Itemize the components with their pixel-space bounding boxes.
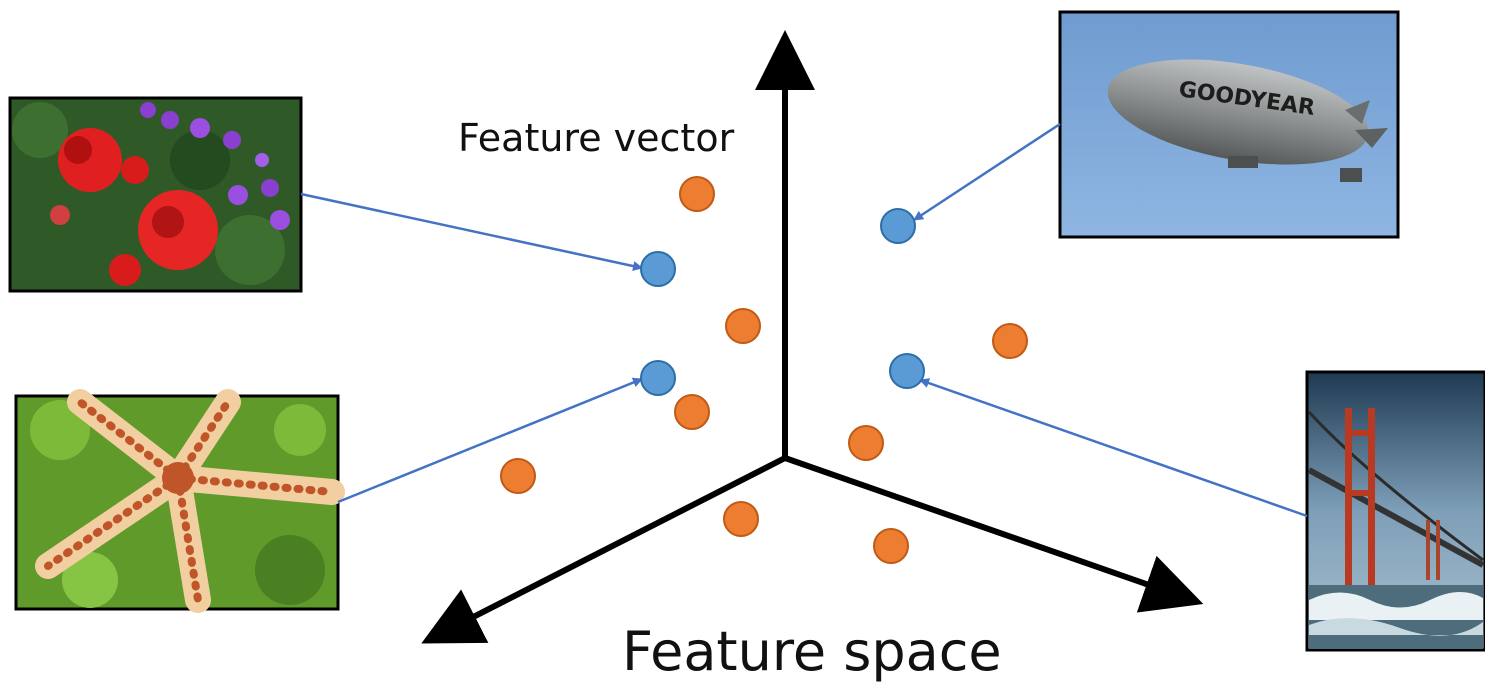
arrow-starfish: [337, 377, 643, 504]
point-starfish: [640, 360, 676, 396]
orange-points: [500, 176, 1028, 564]
point-bridge: [889, 353, 925, 389]
orange-point: [848, 425, 884, 461]
feature-vector-label: Feature vector: [458, 116, 735, 160]
feature-arrows: [300, 122, 1308, 518]
blue-points: [640, 208, 925, 396]
orange-point: [674, 394, 710, 430]
orange-point: [873, 528, 909, 564]
starfish-photo: [14, 389, 345, 613]
orange-point: [723, 501, 759, 537]
orange-point: [679, 176, 715, 212]
flower-photo: [8, 96, 303, 293]
arrow-flower: [300, 192, 643, 271]
orange-point: [500, 458, 536, 494]
point-blimp: [880, 208, 916, 244]
orange-point: [992, 323, 1028, 359]
axis-right: [784, 455, 1204, 613]
arrow-blimp: [913, 122, 1061, 222]
feature-space-label: Feature space: [622, 620, 1002, 683]
axes: [421, 30, 1204, 644]
blimp-photo: GOODYEAR: [1058, 10, 1400, 239]
orange-point: [725, 308, 761, 344]
bridge-photo: [1305, 370, 1485, 652]
point-flower: [640, 251, 676, 287]
arrow-bridge: [919, 378, 1308, 518]
axis-left: [421, 455, 787, 644]
